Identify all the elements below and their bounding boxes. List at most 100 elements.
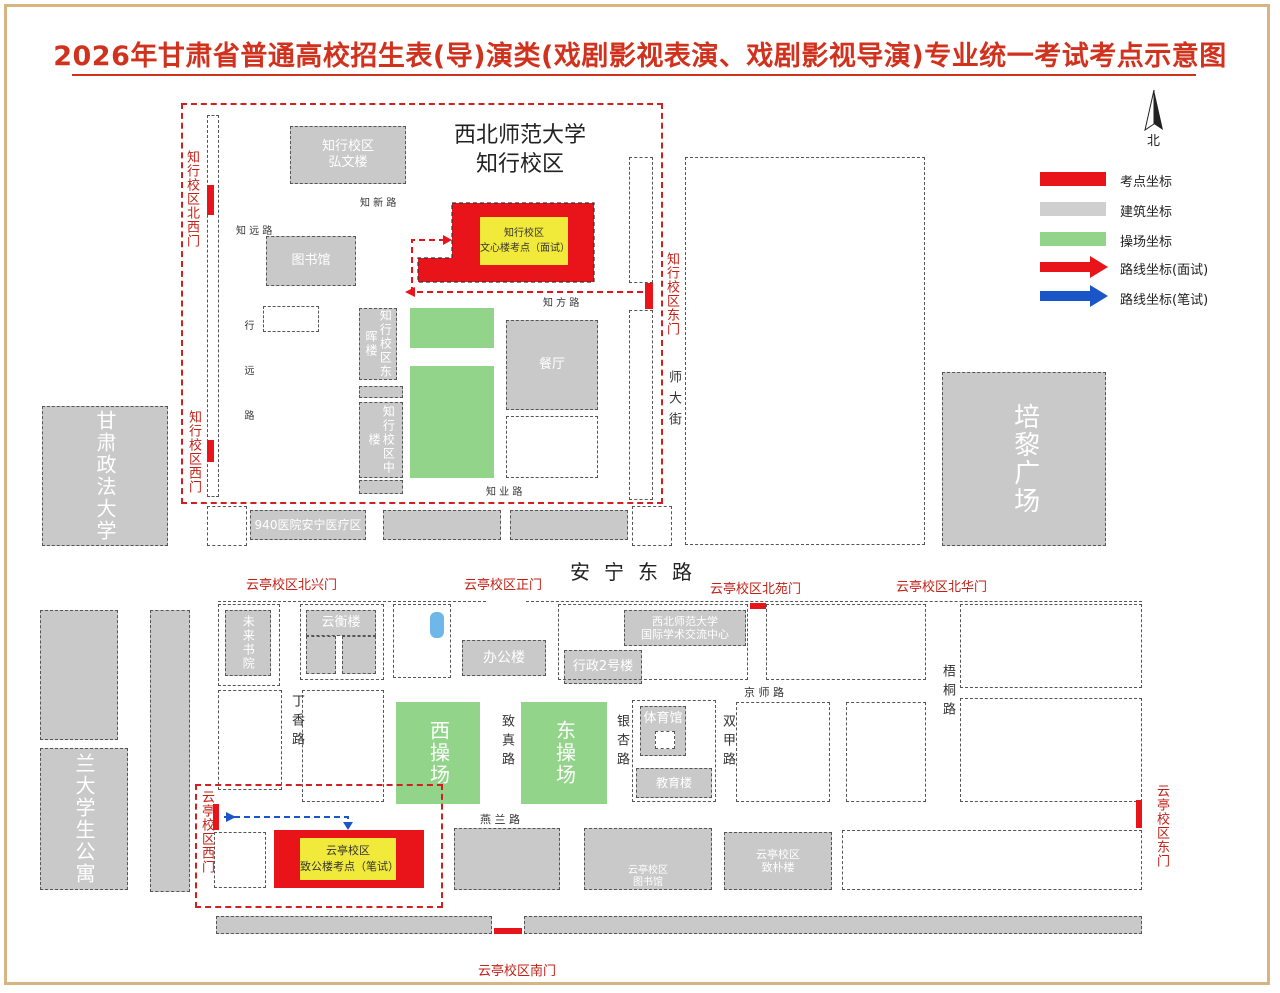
north-east-gate-marker [645,283,653,309]
road-zhifang: 知 方 路 [543,298,580,309]
road-xingzhi: 行 远 路 [242,320,253,432]
weilai-plot [218,604,280,686]
zhengfa-university: 甘肃政法大学 [42,406,168,546]
south-ne-plot-2 [960,604,1142,688]
north-small-field [410,308,494,348]
south-east-gate-marker [1136,800,1142,828]
north-connector [359,386,403,398]
hongwen-building: 知行校区 弘文楼 [290,126,406,184]
road-zhixin: 知 新 路 [360,198,397,209]
south-strip-left [216,916,492,934]
north-blank-plot [506,416,598,478]
south-west-block [40,610,118,740]
north-connector-2 [359,480,403,494]
zhipu-building: 云亭校区 致朴楼 [724,832,832,890]
south-west-strip [150,610,190,892]
road-jingshi: 京 师 路 [744,686,784,699]
south-west-plot [218,690,282,790]
gate-south-east: 云亭校区东门 [1154,784,1169,868]
middle-building-2 [383,510,501,540]
yunheng-building: 云衡楼 [306,610,376,636]
gate-beixing: 云亭校区北兴门 [246,578,338,593]
legend-exam-label: 考点坐标 [1120,175,1173,190]
anning-east-road: 安宁东路 [570,560,706,584]
education-building: 教育楼 [636,768,712,798]
legend-exam-swatch [1040,172,1106,186]
north-campus-title-line2: 知行校区 [475,151,564,177]
north-campus-title: 西北师范大学 知行校区 [420,122,620,179]
north-west-gate-marker [207,440,214,462]
road-dingxiang: 丁香路 [289,694,304,751]
road-zhiye: 知 业 路 [486,487,523,498]
gate-north-northwest: 知行校区北西门 [184,150,199,248]
middle-small-plot-2 [632,506,672,546]
lanzhou-student-dorm: 兰大学生公寓 [40,748,128,890]
canteen-building: 餐厅 [506,320,598,410]
office-building: 办公楼 [462,640,546,676]
legend-written-route-label: 路线坐标(笔试) [1120,293,1209,308]
wenxin-exam-site-label: 知行校区 文心楼考点（面试） [480,217,570,265]
gate-north-east: 知行校区东门 [664,252,679,336]
library-building: 图书馆 [266,236,356,286]
south-gate-marker [494,928,522,934]
south-east-plot [960,698,1142,802]
south-boundary-top-2 [526,601,1142,602]
peili-square: 培黎广场 [942,372,1106,546]
south-east-lower-plot [842,830,1142,890]
dingxiang-plot [302,690,384,802]
road-zhiyuan: 知 远 路 [236,226,273,237]
south-exam-zone [195,784,443,908]
east-field: 东操场 [521,702,607,804]
south-strip-right [524,916,1142,934]
page-title: 2026年甘肃省普通高校招生表(导)演类(戏剧影视表演、戏剧影视导演)专业统一考… [53,41,1227,72]
yunheng-plot [300,604,384,680]
gym-label: 体育馆 [643,711,683,726]
road-yinxing: 银杏路 [614,714,629,771]
south-building-a [454,828,560,890]
dongfang-building: 知行校区东晖楼 [359,308,397,380]
legend-field-swatch [1040,232,1106,246]
middle-large-plot [685,157,925,545]
road-shuangjia: 双甲路 [720,714,735,771]
north-label: 北 [1147,134,1161,149]
yunheng-wing-left [306,636,336,674]
west-field: 西操场 [396,702,480,804]
north-east-strip [629,157,653,283]
gym-plot [632,700,716,802]
admin-2-building: 行政2号楼 [564,650,642,684]
north-northwest-gate-marker [207,185,214,215]
south-mid-plot-2 [846,702,926,802]
middle-building-3 [510,510,628,540]
gate-beiyuan: 云亭校区北苑门 [710,582,802,597]
road-wutong: 梧桐路 [940,664,955,721]
weilai-academy: 未来书院 [225,610,271,676]
intl-exchange-center: 西北师范大学 国际学术交流中心 [624,610,746,646]
legend-interview-route-label: 路线坐标(面试) [1120,263,1209,278]
south-west-gate-marker [213,804,219,830]
shida-street: 师大街 [666,370,681,433]
north-large-field [410,366,494,478]
title-underline [72,74,1196,76]
beiyuan-gate-marker [750,603,766,609]
yunheng-wing-right [342,636,376,674]
north-west-strip [207,115,219,497]
pool-plot [393,604,451,678]
map-frame [4,4,1270,985]
pool-icon [430,612,444,638]
north-east-strip-lower [629,310,653,500]
middle-small-plot [207,506,247,546]
zhongzhong-building: 知行校区中楼 [359,402,403,478]
huiyuan-building: 云亭校区 图书馆 [584,828,712,890]
south-exam-side-plot [214,832,266,888]
legend-building-swatch [1040,202,1106,216]
gate-south-west: 云亭校区西门 [199,790,214,874]
north-campus-title-line1: 西北师范大学 [453,123,586,148]
north-campus-boundary [181,103,663,504]
clinic-building: 940医院安宁医疗区 [250,510,366,540]
gym-courtyard [655,731,675,749]
north-small-plot [263,306,319,332]
gate-north-west: 知行校区西门 [186,410,201,494]
road-yanlan: 燕 兰 路 [480,813,520,826]
gate-zheng: 云亭校区正门 [464,578,543,593]
zhigong-exam-site-label: 云亭校区 致公楼考点（笔试） [300,838,399,880]
